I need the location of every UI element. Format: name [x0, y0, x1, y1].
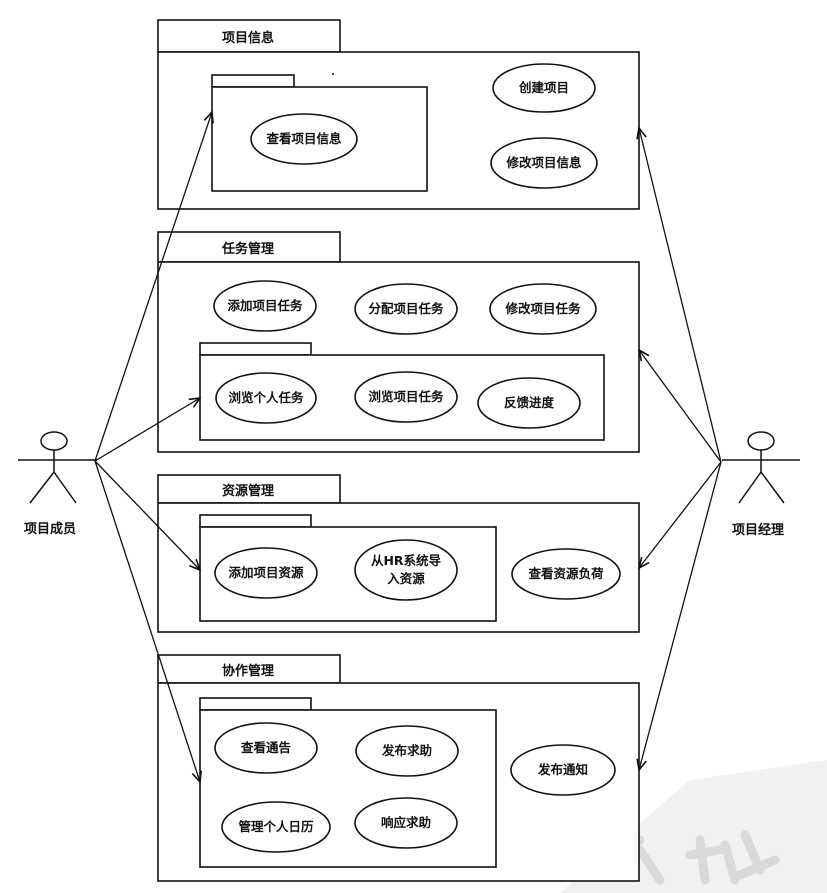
actor-project-manager: 项目经理	[722, 431, 800, 538]
svg-text:添加项目任务: 添加项目任务	[227, 298, 303, 313]
use-case-create-project[interactable]: 创建项目	[492, 63, 596, 113]
use-case-view-announcements[interactable]: 查看通告	[214, 722, 318, 774]
association-arrow	[639, 350, 722, 463]
use-case-add-project-resource[interactable]: 添加项目资源	[214, 547, 318, 599]
use-case-view-project-info[interactable]: 查看项目信息	[250, 113, 358, 165]
svg-text:修改项目信息: 修改项目信息	[505, 155, 582, 170]
svg-text:响应求助: 响应求助	[381, 815, 431, 830]
package-title: 任务管理	[221, 241, 274, 257]
use-case-assign-project-task[interactable]: 分配项目任务	[354, 283, 458, 335]
package-task-management: 任务管理 添加项目任务 分配项目任务 修改项目任务 浏览个人任务 浏览项目任务 …	[157, 231, 640, 453]
package-project-info: 项目信息 查看项目信息 创建项目 修改项目信息	[157, 19, 640, 210]
association-arrow	[94, 112, 212, 462]
manager-associations	[639, 128, 722, 770]
package-resource-management: 资源管理 添加项目资源 从HR系统导 入资源 查看资源负荷	[157, 474, 640, 633]
svg-text:入资源: 入资源	[387, 571, 425, 586]
actor-label: 项目经理	[732, 522, 784, 538]
svg-text:发布通知: 发布通知	[537, 762, 588, 777]
package-title: 资源管理	[222, 483, 274, 499]
svg-text:查看通告: 查看通告	[240, 740, 292, 755]
svg-text:反馈进度: 反馈进度	[504, 395, 555, 410]
svg-text:管理个人日历: 管理个人日历	[238, 819, 314, 834]
use-case-post-help-request[interactable]: 发布求助	[355, 725, 459, 777]
association-arrow	[639, 128, 722, 463]
actor-project-member: 项目成员	[18, 431, 97, 537]
association-arrow	[94, 460, 200, 782]
use-case-respond-help-request[interactable]: 响应求助	[354, 797, 458, 849]
actor-head-icon	[747, 431, 775, 451]
use-case-report-progress[interactable]: 反馈进度	[477, 377, 581, 429]
use-case-post-notice[interactable]: 发布通知	[510, 744, 616, 796]
use-case-import-hr-resources[interactable]: 从HR系统导 入资源	[354, 539, 458, 601]
use-case-view-resource-load[interactable]: 查看资源负荷	[511, 548, 621, 600]
svg-text:查看资源负荷: 查看资源负荷	[527, 566, 604, 581]
member-associations	[94, 112, 212, 782]
association-arrow	[639, 461, 722, 770]
svg-text:创建项目: 创建项目	[518, 80, 569, 95]
svg-text:分配项目任务: 分配项目任务	[368, 301, 444, 316]
svg-text:修改项目任务: 修改项目任务	[504, 301, 581, 316]
svg-text:浏览个人任务: 浏览个人任务	[228, 390, 304, 405]
use-case-add-project-task[interactable]: 添加项目任务	[213, 280, 317, 332]
use-case-browse-project-tasks[interactable]: 浏览项目任务	[354, 371, 458, 423]
association-arrow	[94, 460, 200, 570]
package-collaboration-management: 协作管理 查看通告 发布求助 管理个人日历 响应求助 发布通知	[157, 654, 640, 882]
actor-label: 项目成员	[24, 521, 76, 537]
package-title: 协作管理	[222, 663, 274, 679]
svg-text:浏览项目任务: 浏览项目任务	[368, 389, 444, 404]
svg-text:从HR系统导: 从HR系统导	[371, 553, 442, 568]
svg-text:发布求助: 发布求助	[381, 743, 432, 758]
use-case-edit-project-info[interactable]: 修改项目信息	[490, 137, 598, 189]
use-case-edit-project-task[interactable]: 修改项目任务	[489, 283, 597, 335]
svg-text:添加项目资源: 添加项目资源	[228, 565, 304, 580]
association-arrow	[94, 398, 200, 462]
svg-text:查看项目信息: 查看项目信息	[265, 131, 342, 146]
use-case-manage-personal-calendar[interactable]: 管理个人日历	[221, 801, 331, 853]
package-title: 项目信息	[222, 30, 274, 46]
scan-dot	[332, 73, 334, 75]
actor-head-icon	[40, 431, 68, 451]
use-case-browse-personal-tasks[interactable]: 浏览个人任务	[215, 372, 317, 424]
association-arrow	[639, 461, 722, 568]
